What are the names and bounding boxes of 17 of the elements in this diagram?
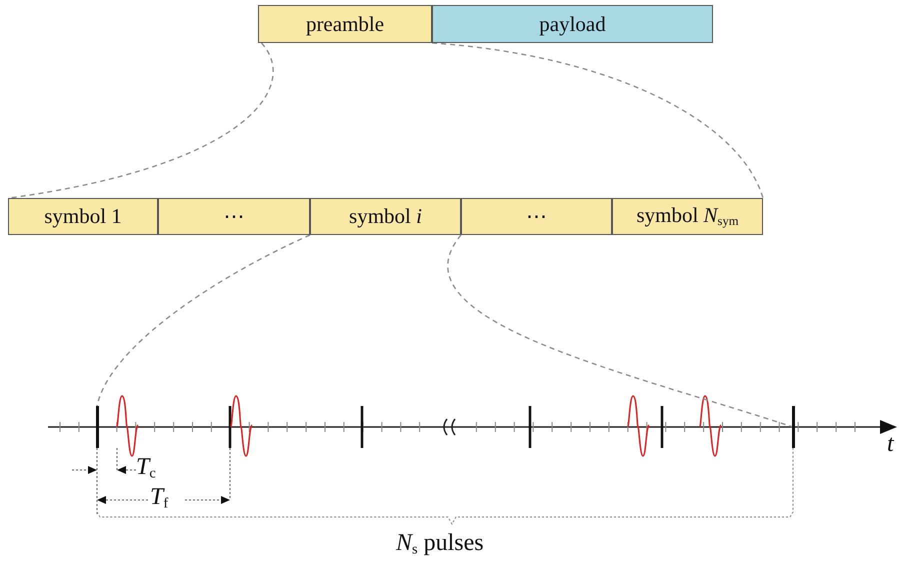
frame-tick (792, 406, 794, 448)
symbol-box: symbol N$_{sym}$ (612, 198, 763, 235)
math-label: T$_{c}$ (136, 455, 156, 481)
symbol-box: ⋯ (461, 198, 612, 235)
zoom-connector (432, 42, 764, 198)
frame-segment: payload (432, 5, 713, 43)
math-label: T$_{f}$ (150, 485, 168, 511)
frame-tick (96, 406, 98, 448)
symbol-box: ⋯ (158, 198, 310, 235)
zoom-connector (448, 234, 794, 428)
frame-segment: preamble (258, 5, 432, 43)
math-label: N$_{s}$ pulses (396, 531, 484, 557)
axis-label: t (887, 432, 894, 456)
symbol-box: symbol 1 (8, 198, 158, 235)
symbol-box: symbol i (310, 198, 461, 235)
zoom-connector (9, 42, 274, 199)
zoom-connector (96, 234, 310, 406)
